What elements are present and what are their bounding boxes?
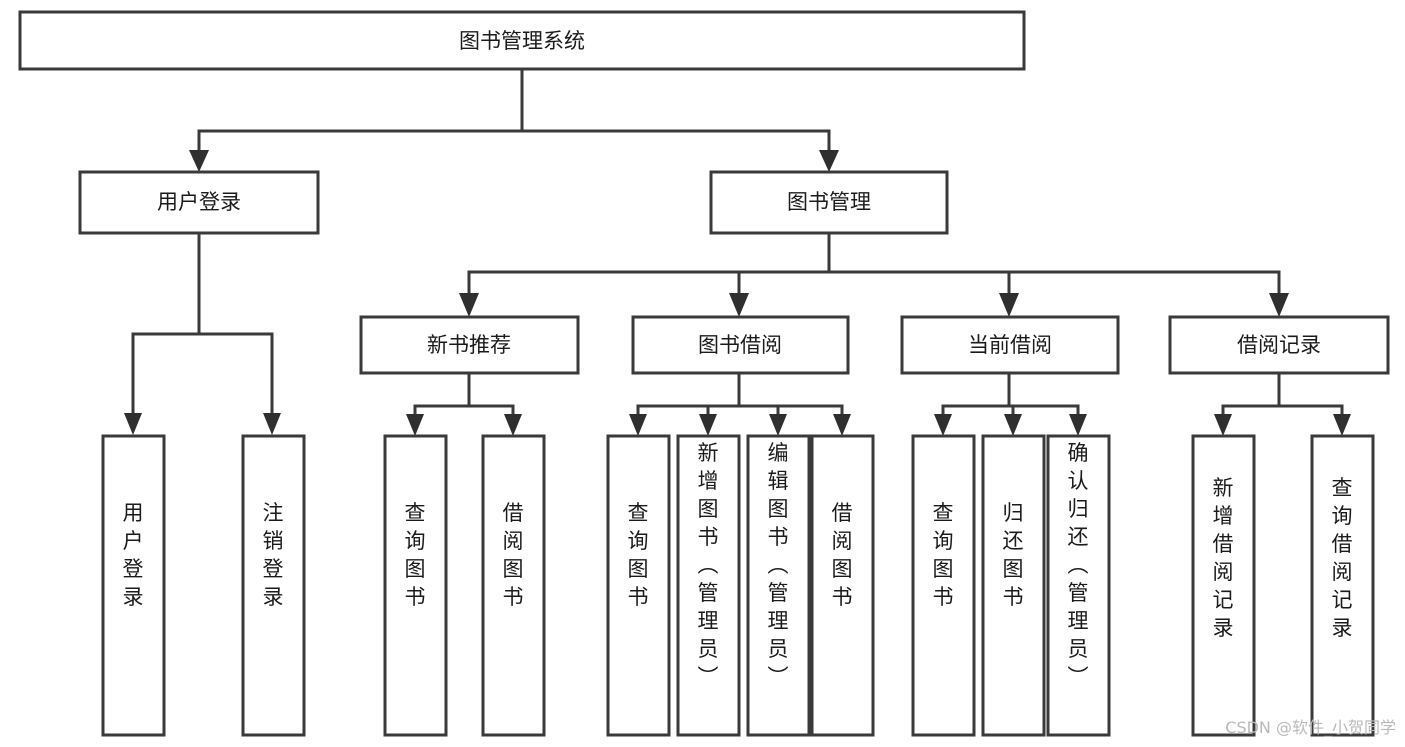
arrow-icon-to-book-borrow bbox=[729, 293, 749, 317]
node-book-manage-label: 图书管理 bbox=[787, 190, 871, 214]
node-user-login-box[interactable] bbox=[78, 170, 320, 235]
node-book-borrow-box[interactable] bbox=[631, 315, 850, 375]
arrow-icon-to-leaf-query-book-1 bbox=[406, 414, 424, 436]
node-leaf-confirm-return[interactable]: 确认归还︵管理员︶ bbox=[1046, 434, 1111, 737]
node-leaf-user-login-label: 用户登录 bbox=[123, 501, 144, 609]
arrow-icon-to-leaf-query-book-3 bbox=[934, 414, 952, 436]
node-leaf-query-book-2[interactable]: 查询图书 bbox=[606, 434, 671, 737]
node-leaf-query-book-1-label: 查询图书 bbox=[405, 501, 426, 609]
arrow-icon-to-leaf-query-record bbox=[1333, 414, 1351, 436]
node-leaf-borrow-book-1-box[interactable] bbox=[481, 434, 546, 737]
arrow-icon-to-leaf-add-book bbox=[699, 414, 717, 436]
node-leaf-query-record-box[interactable] bbox=[1310, 434, 1375, 737]
node-leaf-edit-book-label: 编辑图书︵管理员︶ bbox=[768, 441, 789, 689]
node-leaf-add-book-label: 新增图书︵管理员︶ bbox=[698, 441, 719, 689]
node-leaf-query-book-3-box[interactable] bbox=[911, 434, 976, 737]
node-borrow-record-box[interactable] bbox=[1168, 315, 1390, 375]
node-borrow-record-label: 借阅记录 bbox=[1237, 333, 1321, 357]
node-leaf-query-book-1-box[interactable] bbox=[383, 434, 448, 737]
node-leaf-query-book-3-label: 查询图书 bbox=[933, 501, 954, 609]
node-user-login[interactable]: 用户登录 bbox=[78, 170, 320, 235]
arrowhead-layer bbox=[124, 150, 1351, 436]
node-leaf-user-login-box[interactable] bbox=[101, 434, 166, 737]
node-leaf-borrow-book-2[interactable]: 借阅图书 bbox=[810, 434, 875, 737]
node-leaf-query-book-2-label: 查询图书 bbox=[628, 501, 649, 609]
node-leaf-borrow-book-2-label: 借阅图书 bbox=[832, 501, 853, 609]
node-root[interactable]: 图书管理系统 bbox=[18, 10, 1026, 71]
node-book-manage[interactable]: 图书管理 bbox=[709, 170, 949, 235]
node-leaf-add-book-box[interactable] bbox=[676, 434, 741, 737]
node-leaf-add-book[interactable]: 新增图书︵管理员︶ bbox=[676, 434, 741, 737]
node-leaf-query-book-1[interactable]: 查询图书 bbox=[383, 434, 448, 737]
node-borrow-record[interactable]: 借阅记录 bbox=[1168, 315, 1390, 375]
node-leaf-return-book[interactable]: 归还图书 bbox=[981, 434, 1046, 737]
node-book-borrow[interactable]: 图书借阅 bbox=[631, 315, 850, 375]
arrow-icon-to-leaf-query-book-2 bbox=[629, 414, 647, 436]
arrow-icon-to-new-book-recommend bbox=[459, 293, 479, 317]
arrow-icon-to-borrow-record bbox=[1269, 293, 1289, 317]
node-leaf-confirm-return-box[interactable] bbox=[1046, 434, 1111, 737]
arrow-icon-to-leaf-confirm-return bbox=[1069, 414, 1087, 436]
node-book-borrow-label: 图书借阅 bbox=[698, 333, 782, 357]
node-new-book-recommend[interactable]: 新书推荐 bbox=[359, 315, 580, 375]
arrow-icon-to-leaf-return-book bbox=[1004, 414, 1022, 436]
node-new-book-recommend-label: 新书推荐 bbox=[427, 333, 511, 357]
node-leaf-return-book-box[interactable] bbox=[981, 434, 1046, 737]
arrow-icon-to-leaf-edit-book bbox=[769, 414, 787, 436]
node-leaf-edit-book[interactable]: 编辑图书︵管理员︶ bbox=[746, 434, 811, 737]
arrow-icon-to-user-login bbox=[189, 150, 209, 172]
node-leaf-query-record[interactable]: 查询借阅记录 bbox=[1310, 434, 1375, 737]
node-leaf-query-record-label: 查询借阅记录 bbox=[1332, 476, 1353, 640]
node-leaf-add-record-label: 新增借阅记录 bbox=[1213, 476, 1234, 640]
node-user-login-label: 用户登录 bbox=[157, 190, 241, 214]
node-leaf-borrow-book-1-label: 借阅图书 bbox=[503, 501, 524, 609]
node-leaf-confirm-return-label: 确认归还︵管理员︶ bbox=[1068, 441, 1089, 689]
node-leaf-add-record-box[interactable] bbox=[1191, 434, 1256, 737]
csdn-watermark: CSDN @软件_小贺同学 bbox=[1225, 718, 1396, 738]
arrow-icon-to-leaf-logout bbox=[263, 413, 281, 435]
node-leaf-query-book-3[interactable]: 查询图书 bbox=[911, 434, 976, 737]
node-leaf-edit-book-box[interactable] bbox=[746, 434, 811, 737]
arrow-icon-to-leaf-user-login bbox=[124, 413, 142, 435]
node-leaf-query-book-2-box[interactable] bbox=[606, 434, 671, 737]
node-leaf-borrow-book-1[interactable]: 借阅图书 bbox=[481, 434, 546, 737]
node-root-box[interactable] bbox=[18, 10, 1026, 71]
arrow-icon-to-current-borrow bbox=[999, 293, 1019, 317]
arrow-icon-to-leaf-add-record bbox=[1214, 414, 1232, 436]
arrow-icon-to-leaf-borrow-book-2 bbox=[833, 414, 851, 436]
node-new-book-recommend-box[interactable] bbox=[359, 315, 580, 375]
node-leaf-logout[interactable]: 注销登录 bbox=[241, 434, 306, 737]
node-current-borrow-box[interactable] bbox=[900, 315, 1120, 375]
node-leaf-return-book-label: 归还图书 bbox=[1003, 501, 1024, 609]
node-leaf-add-record[interactable]: 新增借阅记录 bbox=[1191, 434, 1256, 737]
node-current-borrow[interactable]: 当前借阅 bbox=[900, 315, 1120, 375]
node-book-manage-box[interactable] bbox=[709, 170, 949, 235]
node-leaf-logout-label: 注销登录 bbox=[263, 501, 284, 609]
node-leaf-user-login[interactable]: 用户登录 bbox=[101, 434, 166, 737]
node-leaf-borrow-book-2-box[interactable] bbox=[810, 434, 875, 737]
node-leaf-logout-box[interactable] bbox=[241, 434, 306, 737]
node-current-borrow-label: 当前借阅 bbox=[968, 333, 1052, 357]
node-root-label: 图书管理系统 bbox=[459, 29, 585, 53]
arrow-icon-to-book-manage bbox=[819, 150, 839, 172]
arrow-icon-to-leaf-borrow-book-1 bbox=[504, 414, 522, 436]
